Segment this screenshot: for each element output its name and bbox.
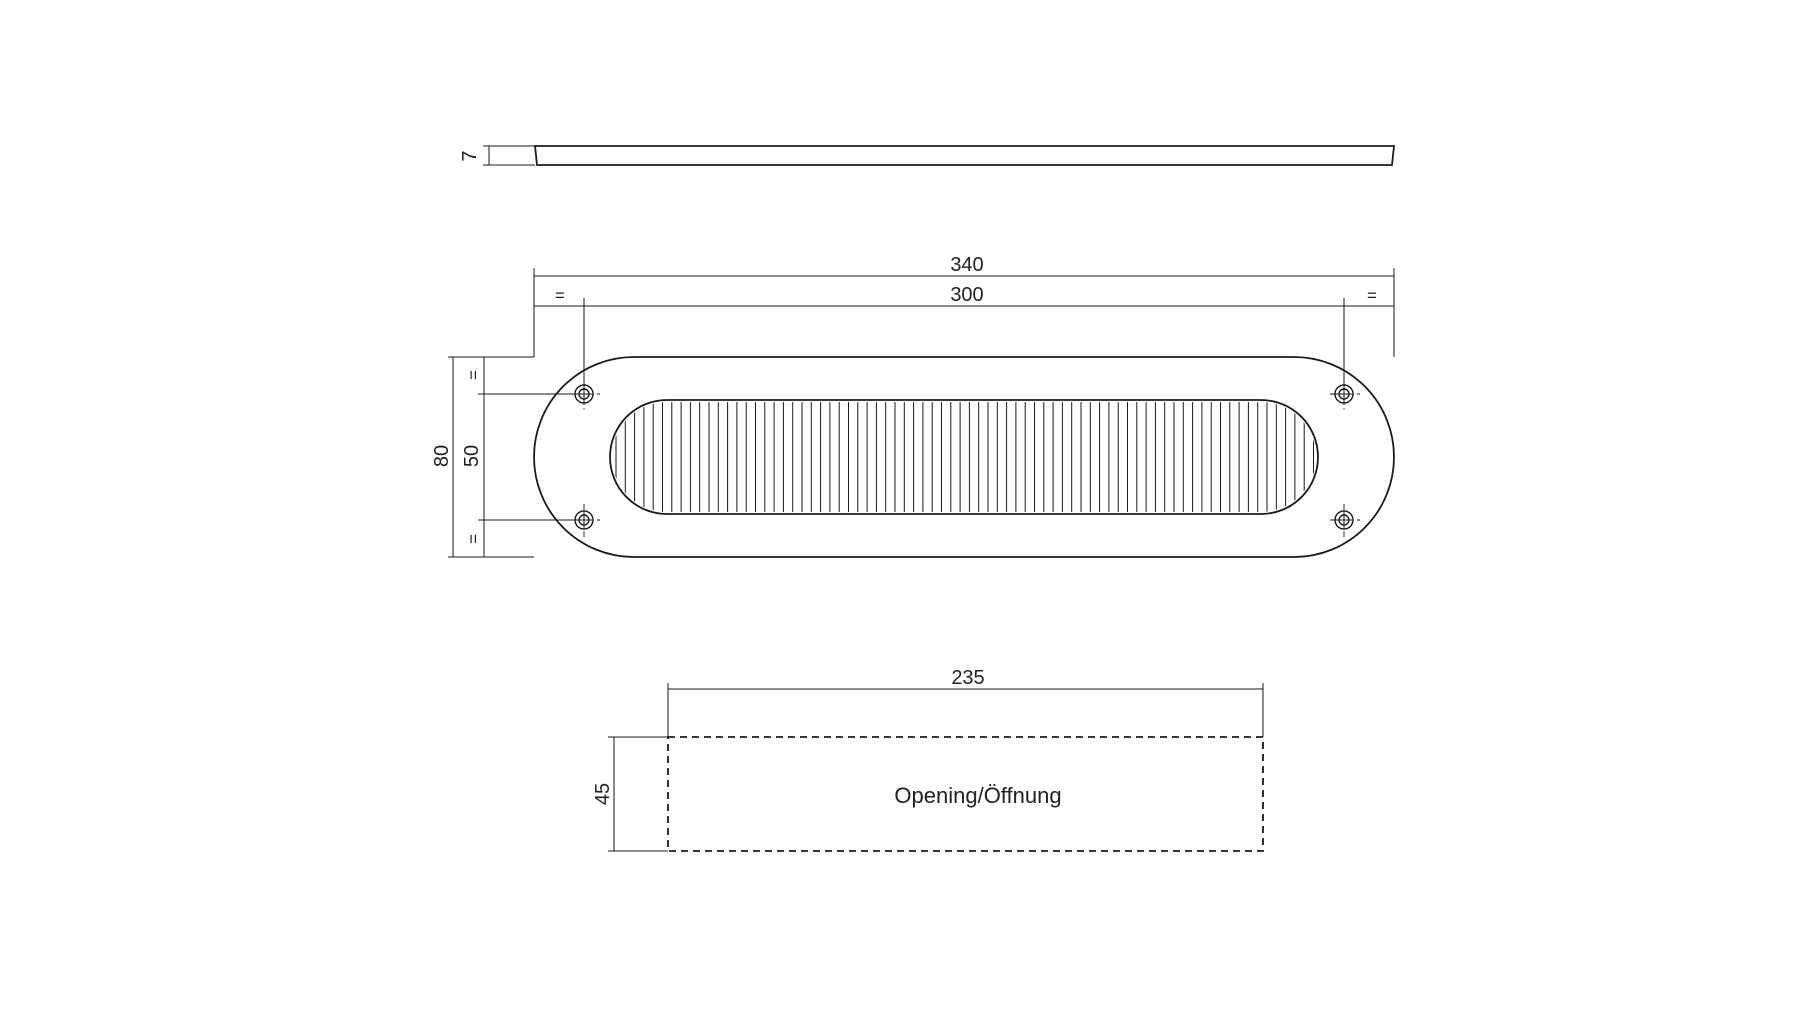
- opening-label: Opening/Öffnung: [894, 783, 1061, 808]
- dim-thickness: 7: [459, 150, 481, 161]
- dim-overall-height: 80: [431, 445, 453, 467]
- opening-outline: [667, 736, 1264, 852]
- plate-outline: [533, 356, 1395, 558]
- equal-mark-left: =: [555, 286, 565, 305]
- equal-mark-right: =: [1367, 286, 1377, 305]
- side-view: 7: [459, 145, 1395, 166]
- grille-ribs: [615, 402, 1314, 512]
- equal-mark-top: =: [464, 370, 483, 380]
- dim-opening-width: 235: [951, 667, 984, 689]
- grille-slot: [609, 399, 1319, 515]
- dim-opening-height: 45: [592, 783, 614, 805]
- front-view: 340 300 = = 80 50 = =: [431, 254, 1395, 558]
- dim-overall-width: 340: [950, 254, 983, 276]
- equal-mark-bottom: =: [464, 534, 483, 544]
- side-profile: [534, 145, 1395, 166]
- dim-hole-spacing-horizontal: 300: [950, 284, 983, 306]
- cutout-view: Opening/Öffnung 235 45: [592, 667, 1264, 852]
- dim-hole-spacing-vertical: 50: [461, 445, 483, 467]
